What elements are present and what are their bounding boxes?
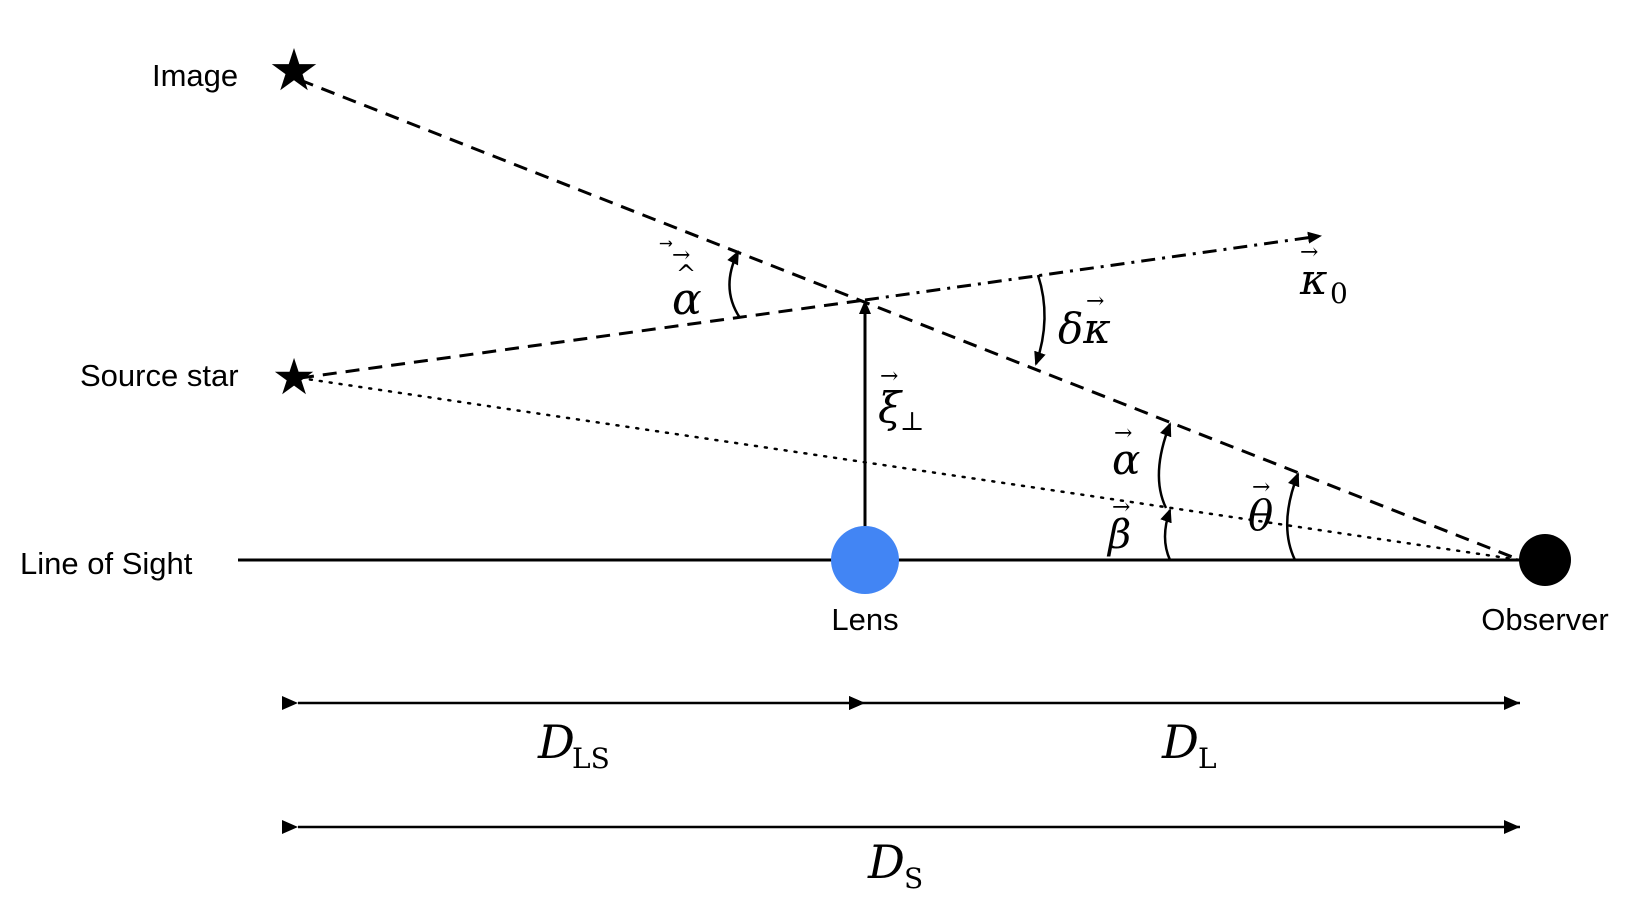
svg-text:δκ: δκ [1058,304,1111,353]
svg-text:D: D [537,715,575,769]
svg-text:→: → [1300,240,1318,265]
alpha-symbol: α → [1112,421,1140,484]
svg-text:→: → [1252,475,1270,500]
alpha-hat-symbol: α ^ ⃗ → [659,240,702,325]
svg-text:→: → [672,243,690,268]
svg-text:LS: LS [572,742,610,775]
svg-text:→: → [1114,421,1132,446]
svg-text:α: α [1112,435,1140,484]
lens-circle [831,526,899,594]
lens-label: Lens [831,602,898,637]
d-s-label: D S [867,835,923,895]
svg-text:L: L [1198,742,1217,775]
delta-kappa-symbol: δκ → [1058,289,1111,353]
true-source-line [298,376,1522,562]
svg-text:θ: θ [1248,491,1273,540]
svg-text:S: S [904,862,923,895]
delta-kappa-arc [1034,274,1046,366]
beta-arc [1160,508,1172,561]
svg-text:^: ^ [676,260,696,288]
beta-symbol: β → [1106,495,1131,558]
source-star-label: Source star [80,358,239,393]
svg-text:0: 0 [1330,277,1348,310]
svg-text:D: D [867,835,905,889]
observer-label: Observer [1481,602,1608,637]
svg-text:⃗: ⃗ [659,240,673,247]
theta-symbol: θ → [1248,475,1273,540]
svg-text:⊥: ⊥ [900,407,924,437]
svg-text:→: → [1086,289,1104,314]
theta-arc [1286,472,1300,561]
d-ls-label: D LS [537,715,610,775]
source-ray-line [299,298,866,380]
line-of-sight-label: Line of Sight [20,546,193,581]
d-l-label: D L [1161,715,1217,775]
alpha-hat-arc [727,250,742,319]
star-icon: ★ [268,36,320,104]
svg-text:D: D [1161,715,1199,769]
svg-text:ξ: ξ [878,383,903,432]
svg-text:β: β [1106,512,1131,558]
kappa0-direction-line [864,231,1322,302]
image-label: Image [152,58,238,93]
svg-text:→: → [880,364,898,389]
svg-text:α: α [672,274,702,325]
svg-text:κ: κ [1299,255,1328,304]
image-ray-line [299,78,1521,562]
observer-circle [1519,534,1571,586]
kappa0-symbol: κ 0 → [1299,240,1348,310]
svg-text:→: → [1112,495,1130,520]
xi-perp-symbol: ξ ⊥ → [878,364,924,437]
alpha-arc [1157,422,1172,509]
star-icon: ★ [272,348,317,406]
